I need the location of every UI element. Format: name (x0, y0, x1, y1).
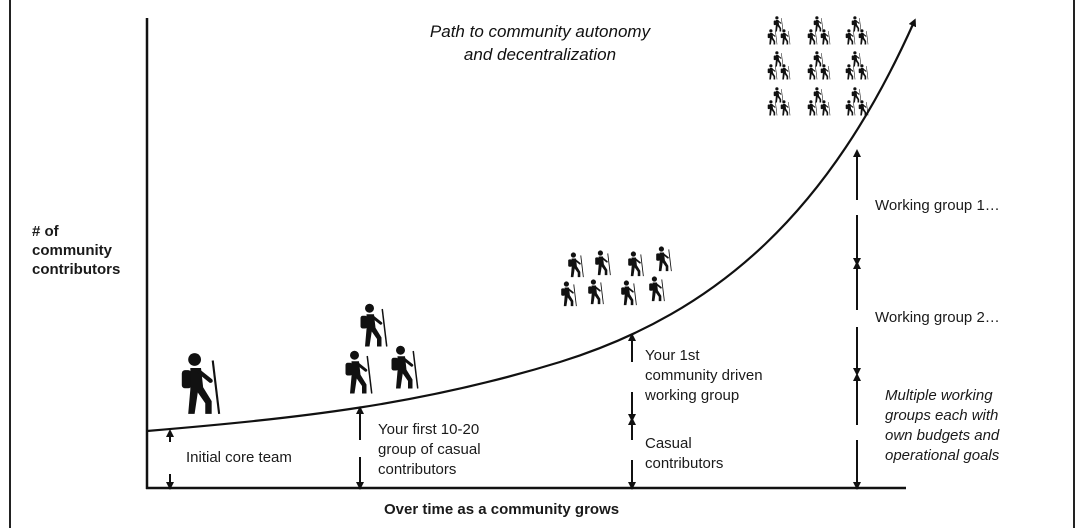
label-line: Working group 2… (875, 309, 1000, 326)
hiker-icon (807, 64, 818, 80)
hiker-icon (182, 353, 219, 414)
hiker-icon-group-core (182, 353, 219, 414)
hiker-icon (851, 87, 862, 103)
label-line: Initial core team (186, 449, 292, 466)
hiker-icon (845, 100, 856, 116)
hiker-icon (767, 29, 778, 45)
hiker-icon (767, 100, 778, 116)
label-line: contributors (378, 461, 457, 478)
hiker-icon (813, 16, 824, 32)
y-axis-label: # of community contributors (32, 222, 120, 279)
label-line: operational goals (885, 447, 1000, 464)
hiker-icon (773, 51, 784, 67)
x-axis-label: Over time as a community grows (384, 501, 620, 518)
hiker-icon (813, 51, 824, 67)
label-line: working group (645, 387, 740, 404)
hiker-icon (620, 280, 638, 306)
stage-label-multiple: Multiple working groups each with own bu… (885, 386, 999, 466)
stage-label-casual-2: Casual contributors (645, 434, 723, 474)
stage-label-first-wg: Your 1st community driven working group (645, 346, 763, 406)
label-line: Casual (645, 435, 692, 452)
hiker-icon (780, 100, 791, 116)
hiker-icon (773, 87, 784, 103)
hiker-icon (807, 29, 818, 45)
title-line: and decentralization (463, 45, 617, 64)
hiker-icon-group-working (560, 246, 673, 307)
label-line: community driven (645, 367, 763, 384)
hiker-icon (807, 100, 818, 116)
hiker-icon (820, 29, 831, 45)
y-label-line: community (32, 242, 113, 259)
label-line: Working group 1… (875, 197, 1000, 214)
hiker-icon (780, 64, 791, 80)
label-line: Your first 10-20 (378, 421, 480, 438)
hiker-icon (858, 29, 869, 45)
hiker-icon (767, 64, 778, 80)
stage-label-wg1: Working group 1… (875, 196, 1000, 216)
label-line: Your 1st (645, 347, 700, 364)
label-line: own budgets and (885, 427, 1000, 444)
hiker-icon (845, 64, 856, 80)
title-line: Path to community autonomy (429, 22, 651, 41)
hiker-icon-group-casual (344, 303, 420, 395)
hiker-icon (820, 64, 831, 80)
hiker-icon (627, 251, 645, 277)
diagram-title: Path to community autonomy and decentral… (370, 20, 710, 66)
measure-arrows (166, 149, 861, 490)
diagram-frame (9, 0, 1075, 528)
growth-diagram (145, 16, 917, 490)
hiker-icon (344, 350, 374, 395)
hiker-icon (858, 64, 869, 80)
label-line: contributors (645, 455, 724, 472)
hiker-icon (655, 246, 673, 272)
hiker-icon (567, 252, 585, 278)
hiker-icon (390, 345, 420, 390)
hiker-icon (648, 276, 666, 302)
hiker-icon (845, 29, 856, 45)
hiker-icon-group-many (767, 16, 869, 116)
stage-label-core: Initial core team (186, 448, 292, 468)
stage-label-wg2: Working group 2… (875, 308, 1000, 328)
growth-curve (146, 18, 917, 433)
label-line: groups each with (885, 407, 999, 424)
hiker-icon (780, 29, 791, 45)
hiker-icon (560, 281, 578, 307)
y-label-line: # of (32, 223, 59, 240)
hiker-icon (851, 16, 862, 32)
y-label-line: contributors (32, 261, 121, 278)
label-line: group of casual (378, 441, 481, 458)
hiker-icon (594, 250, 612, 276)
stage-label-casual: Your first 10-20 group of casual contrib… (378, 420, 481, 480)
hiker-icon (587, 279, 605, 305)
label-line: Multiple working (885, 387, 993, 404)
hiker-icon (820, 100, 831, 116)
hiker-icon (773, 16, 784, 32)
hiker-icon (851, 51, 862, 67)
hiker-icon (359, 303, 389, 348)
hiker-icon (813, 87, 824, 103)
